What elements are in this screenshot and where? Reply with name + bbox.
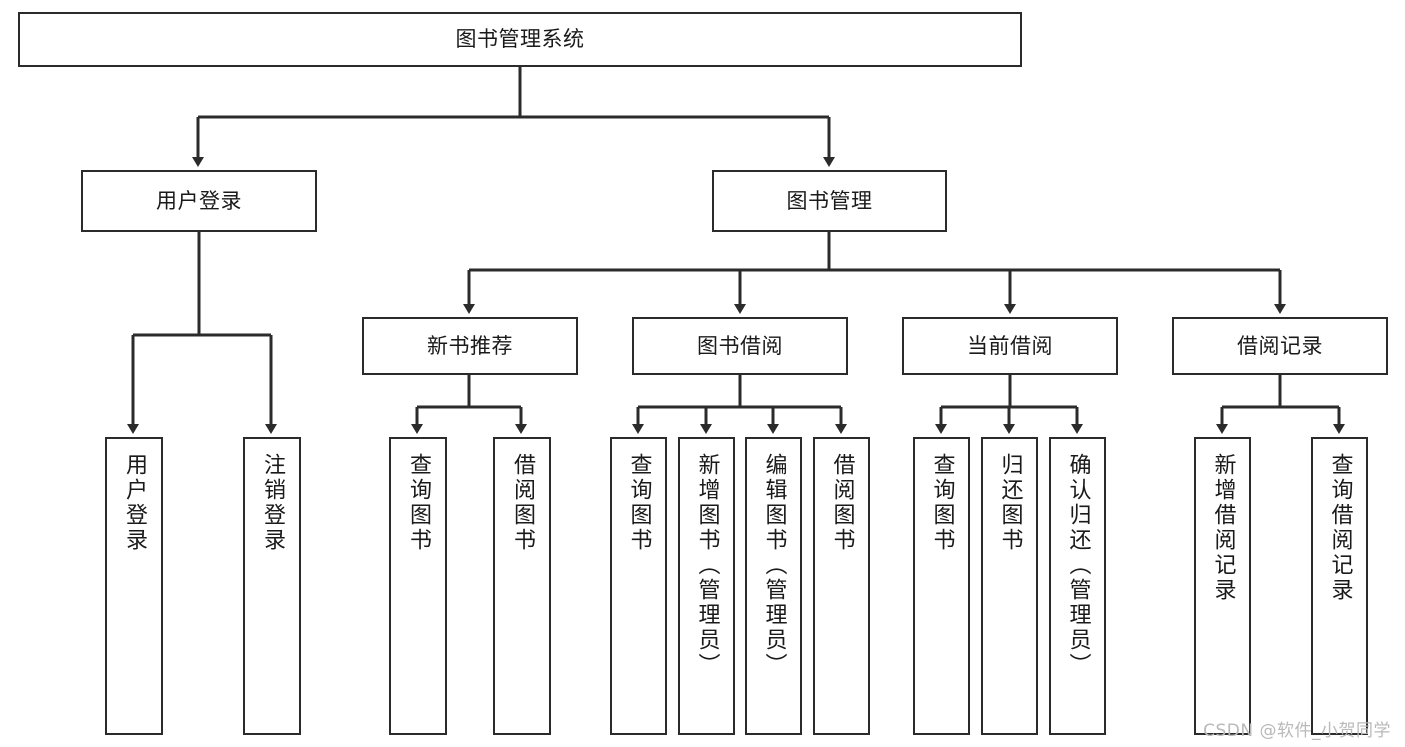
node-leaf-rec-borrow-label: 借阅图书 [510,453,535,553]
node-leaf-borrow-lend-label: 借阅图书 [829,453,855,553]
node-leaf-rec-borrow[interactable]: 借阅图书 [493,437,551,735]
node-borrow-record-label: 借阅记录 [1237,333,1323,358]
node-leaf-user-login[interactable]: 用户登录 [105,437,163,735]
node-leaf-rec-search[interactable]: 查询借阅记录 [1311,437,1368,735]
node-leaf-borrow-query[interactable]: 查询图书 [610,437,667,735]
node-book-borrow-label: 图书借阅 [697,333,783,358]
node-leaf-cur-return[interactable]: 归还图书 [981,437,1038,735]
node-new-book-rec-label: 新书推荐 [427,333,513,358]
node-leaf-borrow-edit[interactable]: 编辑图书（管理员） [745,437,802,735]
node-leaf-cur-return-label: 归还图书 [997,453,1023,553]
node-leaf-cur-query-label: 查询图书 [929,453,955,553]
node-leaf-cur-query[interactable]: 查询图书 [913,437,970,735]
node-current-borrow-label: 当前借阅 [967,333,1053,358]
node-leaf-user-login-label: 用户登录 [122,453,147,553]
node-borrow-record[interactable]: 借阅记录 [1172,317,1388,375]
node-leaf-rec-search-label: 查询借阅记录 [1327,453,1353,603]
node-leaf-user-logout[interactable]: 注销登录 [243,437,301,735]
node-user-login-label: 用户登录 [156,188,242,213]
node-leaf-user-logout-label: 注销登录 [260,453,285,553]
node-leaf-borrow-add[interactable]: 新增图书（管理员） [678,437,735,735]
node-new-book-rec[interactable]: 新书推荐 [362,317,578,375]
node-book-manage[interactable]: 图书管理 [712,170,947,232]
node-leaf-rec-add[interactable]: 新增借阅记录 [1194,437,1251,735]
node-leaf-rec-add-label: 新增借阅记录 [1210,453,1236,603]
node-leaf-cur-confirm-label: 确认归还（管理员） [1065,453,1091,678]
node-book-borrow[interactable]: 图书借阅 [632,317,848,375]
node-user-login[interactable]: 用户登录 [81,170,317,232]
node-root[interactable]: 图书管理系统 [18,12,1022,67]
node-leaf-borrow-query-label: 查询图书 [626,453,652,553]
node-leaf-cur-confirm[interactable]: 确认归还（管理员） [1049,437,1106,735]
node-leaf-borrow-add-label: 新增图书（管理员） [694,453,720,678]
node-leaf-borrow-lend[interactable]: 借阅图书 [813,437,870,735]
node-current-borrow[interactable]: 当前借阅 [902,317,1118,375]
csdn-watermark: CSDN @软件_小贺同学 [1203,721,1391,741]
node-root-label: 图书管理系统 [455,27,585,52]
node-leaf-rec-query-label: 查询图书 [406,453,431,553]
node-leaf-rec-query[interactable]: 查询图书 [389,437,447,735]
node-book-manage-label: 图书管理 [786,188,873,213]
node-leaf-borrow-edit-label: 编辑图书（管理员） [761,453,787,678]
